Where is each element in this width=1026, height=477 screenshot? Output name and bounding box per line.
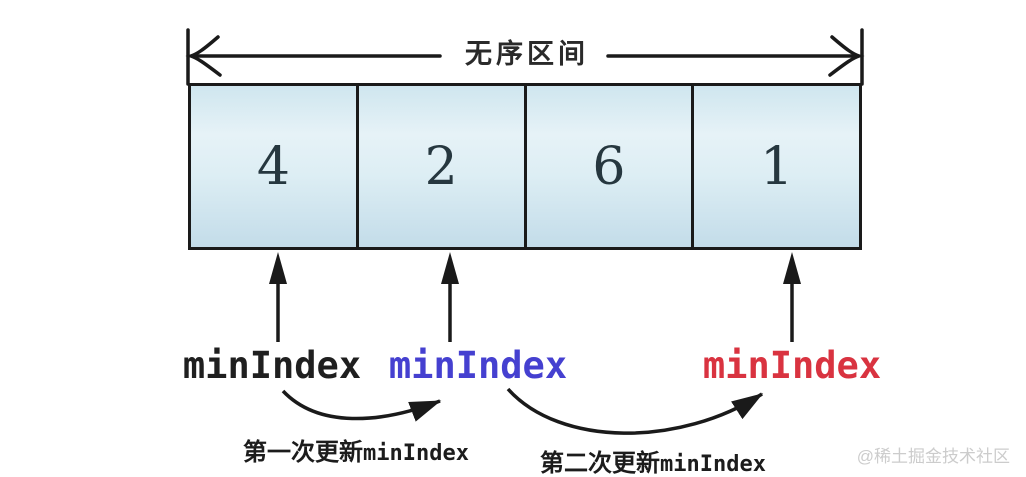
array-box: 4 [191,86,356,247]
array-box-value: 6 [592,136,626,197]
array-box: 6 [523,86,692,247]
unordered-interval-label: 无序区间 [465,39,589,69]
pointer-arrowhead-icon [269,252,287,284]
interval-arrowhead-left-icon [185,35,222,77]
second-update-caption-text: 第二次更新 [540,450,660,477]
array-box-value: 4 [256,136,290,197]
update-arrows [281,387,764,435]
pointer-arrowhead-icon [783,252,801,284]
array-box-value: 1 [760,136,794,197]
array-box: 1 [691,86,859,247]
unordered-interval-arrow [185,28,865,86]
second-update-caption-code: minIndex [660,452,766,477]
first-update-caption-text: 第一次更新 [243,439,363,466]
min-index-label-first-update: minIndex [388,344,568,387]
first-update-arrow [281,389,442,422]
min-index-label-second-update: minIndex [702,344,882,387]
array-box-value: 2 [424,136,458,197]
second-update-arrow [506,387,764,435]
second-update-caption: 第二次更新minIndex [540,443,766,477]
pointer-arrows [269,252,801,342]
min-index-label-initial: minIndex [182,344,362,387]
array-box-row: 4 2 6 1 [188,83,862,250]
pointer-arrowhead-icon [441,252,459,284]
first-update-caption-code: minIndex [363,441,469,466]
array-box: 2 [355,86,524,247]
watermark: @稀土掘金技术社区 [856,447,1010,466]
first-update-caption: 第一次更新minIndex [243,432,469,467]
interval-arrowhead-right-icon [828,35,865,77]
